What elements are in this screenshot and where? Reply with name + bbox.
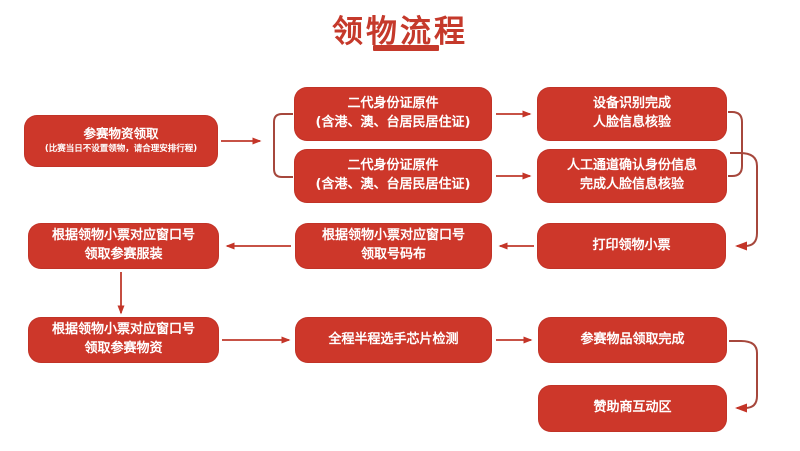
bracket-done-to-sponsor — [729, 340, 758, 413]
node-collect-material-line2: 领取参赛物资 — [84, 341, 163, 356]
node-collect-bib-line2: 领取号码布 — [360, 247, 426, 262]
node-collect-clothing-line2: 领取参赛服装 — [84, 247, 163, 262]
page-title: 领物流程 — [332, 14, 468, 50]
node-print-receipt: 打印领物小票 — [537, 223, 726, 269]
node-id-card-top-line1: 二代身份证原件 — [347, 96, 439, 112]
node-id-card-top: 二代身份证原件 (含港、澳、台居民居住证) — [294, 87, 492, 141]
node-device-verify: 设备识别完成 人脸信息核验 — [537, 87, 727, 141]
node-manual-verify-line2: 完成人脸信息核验 — [579, 177, 684, 192]
node-id-card-bottom: 二代身份证原件 (含港、澳、台居民居住证) — [294, 149, 492, 203]
node-id-card-bottom-line1: 二代身份证原件 — [347, 158, 439, 174]
node-device-verify-line2: 人脸信息核验 — [592, 115, 671, 130]
title-underline — [373, 45, 439, 51]
node-device-verify-line1: 设备识别完成 — [592, 96, 671, 112]
node-collect-bib: 根据领物小票对应窗口号 领取号码布 — [295, 223, 492, 269]
node-chip-check: 全程半程选手芯片检测 — [295, 317, 492, 363]
node-print-receipt-line1: 打印领物小票 — [592, 237, 671, 253]
bracket-merge-verify — [728, 111, 743, 177]
node-id-card-top-line2: (含港、澳、台居民居住证) — [315, 115, 471, 130]
node-collection-done: 参赛物品领取完成 — [538, 317, 727, 363]
node-sponsor-zone: 赞助商互动区 — [538, 385, 727, 432]
node-collect-bib-line1: 根据领物小票对应窗口号 — [321, 228, 465, 244]
node-collection-done-line1: 参赛物品领取完成 — [580, 331, 685, 347]
node-start-note: (比赛当日不设置领物，请合理安排行程) — [44, 144, 198, 155]
node-collect-clothing: 根据领物小票对应窗口号 领取参赛服装 — [28, 223, 219, 269]
node-sponsor-zone-line1: 赞助商互动区 — [593, 400, 672, 416]
node-manual-verify: 人工通道确认身份信息 完成人脸信息核验 — [537, 149, 727, 203]
node-collect-material: 根据领物小票对应窗口号 领取参赛物资 — [28, 317, 219, 363]
node-id-card-bottom-line2: (含港、澳、台居民居住证) — [315, 177, 471, 192]
node-collect-clothing-line1: 根据领物小票对应窗口号 — [51, 228, 195, 244]
node-collect-material-line1: 根据领物小票对应窗口号 — [51, 322, 195, 338]
node-chip-check-line1: 全程半程选手芯片检测 — [328, 331, 459, 347]
node-start: 参赛物资领取 (比赛当日不设置领物，请合理安排行程) — [24, 115, 218, 167]
bracket-split-id-cards — [273, 113, 293, 178]
node-manual-verify-line1: 人工通道确认身份信息 — [566, 158, 697, 174]
node-start-title: 参赛物资领取 — [83, 126, 159, 142]
bracket-verify-to-print — [730, 152, 758, 251]
